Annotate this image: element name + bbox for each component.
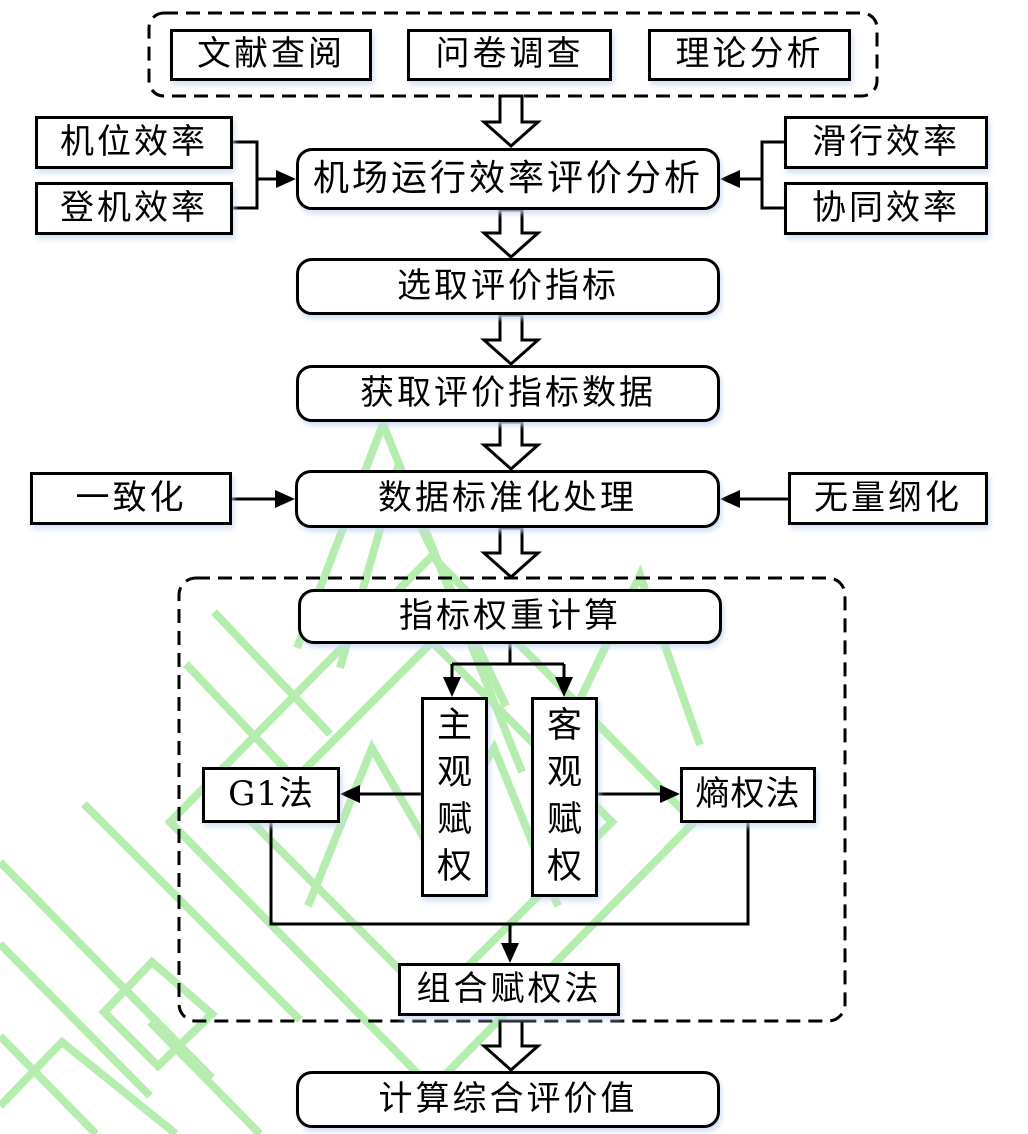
node-theoretical-analysis: 理论分析 xyxy=(648,29,851,81)
thin-connectors xyxy=(232,140,788,947)
node-comprehensive-evaluation-value: 计算综合评价值 xyxy=(296,1071,720,1128)
node-dimensionless: 无量纲化 xyxy=(788,472,988,525)
node-literature-review: 文献查阅 xyxy=(170,29,372,81)
node-combined-weighting: 组合赋权法 xyxy=(398,963,620,1016)
block-arrow-down-5 xyxy=(480,526,542,580)
arrowhead-left-bracket xyxy=(276,170,296,188)
arrowhead-to-objective xyxy=(555,677,573,697)
arrowhead-to-combined xyxy=(501,943,519,963)
arrowhead-consistency xyxy=(275,490,295,508)
arrowhead-to-subjective xyxy=(443,677,461,697)
arrowhead-dimensionless xyxy=(720,490,740,508)
node-select-indicators: 选取评价指标 xyxy=(296,258,720,315)
node-boarding-efficiency: 登机效率 xyxy=(35,182,233,235)
node-stand-efficiency: 机位效率 xyxy=(35,116,233,169)
node-data-standardization: 数据标准化处理 xyxy=(295,470,720,528)
node-weight-calculation: 指标权重计算 xyxy=(298,589,722,644)
block-arrow-down-1 xyxy=(480,94,542,149)
node-questionnaire-survey: 问卷调查 xyxy=(407,29,612,81)
node-airport-operation-evaluation: 机场运行效率评价分析 xyxy=(296,148,720,210)
block-arrows xyxy=(480,94,542,1073)
arrowhead-to-g1 xyxy=(340,785,360,803)
node-subjective-weighting: 主观赋权 xyxy=(421,697,488,897)
node-consistency: 一致化 xyxy=(30,472,232,525)
solid-arrowheads xyxy=(275,170,740,963)
node-objective-weighting: 客观赋权 xyxy=(531,697,598,897)
node-g1-method: G1法 xyxy=(202,767,340,823)
node-taxi-efficiency: 滑行效率 xyxy=(784,116,988,169)
node-entropy-method: 熵权法 xyxy=(680,767,816,823)
arrowhead-right-bracket xyxy=(720,170,740,188)
block-arrow-down-3 xyxy=(480,313,542,367)
block-arrow-down-2 xyxy=(480,208,542,260)
arrowhead-to-entropy xyxy=(660,785,680,803)
block-arrow-down-6 xyxy=(480,1019,542,1073)
node-collaborative-efficiency: 协同效率 xyxy=(784,182,988,235)
block-arrow-down-4 xyxy=(480,420,542,472)
node-obtain-indicator-data: 获取评价指标数据 xyxy=(296,365,720,422)
